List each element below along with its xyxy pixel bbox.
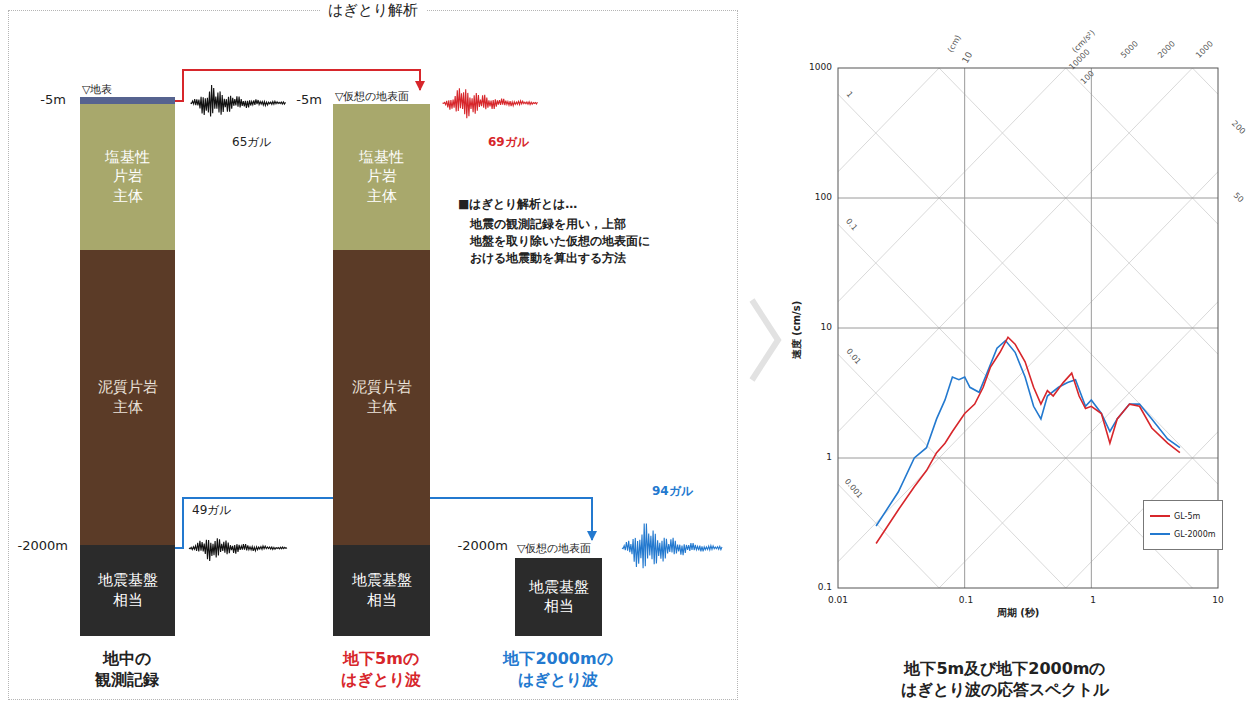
legend-label: GL-5m bbox=[1174, 512, 1200, 521]
rock-layer: 泥質片岩 主体 bbox=[80, 250, 175, 545]
axis-label: 50 bbox=[1231, 191, 1246, 206]
acceleration-line bbox=[838, 68, 1218, 302]
layer-fill: 塩基性 片岩 主体 bbox=[333, 104, 430, 250]
legend-line bbox=[1150, 533, 1170, 535]
annotation: 65ガル bbox=[232, 135, 271, 151]
axis-label: 0.001 bbox=[842, 477, 865, 501]
annotation: -5m bbox=[40, 92, 66, 109]
layer-fill: 泥質片岩 主体 bbox=[80, 250, 175, 545]
axis-label: (cm) bbox=[946, 33, 964, 54]
annotation: 94ガル bbox=[652, 484, 693, 500]
annotation: -5m bbox=[296, 92, 322, 109]
waveforms bbox=[189, 85, 722, 568]
axis-label: 0.1 bbox=[818, 582, 832, 594]
rock-layer: 泥質片岩 主体 bbox=[333, 250, 430, 545]
displacement-line bbox=[838, 94, 1218, 484]
layer-name: 地震基盤 相当 bbox=[529, 578, 589, 617]
axis-label: 10000 bbox=[1067, 47, 1092, 72]
annotation: 地震の観測記録を用い，上部 地盤を取り除いた仮想の地表面に おける地震動を算出す… bbox=[470, 216, 650, 266]
layer-fill: 泥質片岩 主体 bbox=[333, 250, 430, 545]
annotation: 地下2000mの はぎとり波 bbox=[503, 649, 612, 691]
legend-line-sample bbox=[1150, 512, 1170, 520]
panel-title: はぎとり解析 bbox=[320, 1, 426, 19]
seismic-waveform bbox=[443, 88, 538, 118]
axis-label: 100 bbox=[815, 192, 832, 204]
layer-fill bbox=[80, 97, 175, 104]
axis-label: 10 bbox=[1212, 595, 1223, 607]
axis-label: 0.01 bbox=[843, 347, 862, 367]
legend-row: GL-2000m bbox=[1150, 525, 1216, 543]
legend-line-sample bbox=[1150, 530, 1170, 538]
ground-surface-band: ▽地表 bbox=[80, 82, 175, 104]
axis-label: 0.1 bbox=[843, 217, 859, 233]
legend-line bbox=[1150, 515, 1170, 517]
annotation: ■はぎとり解析とは… bbox=[458, 197, 577, 213]
layer-name: 塩基性 片岩 主体 bbox=[105, 148, 150, 207]
annotation: -2000m bbox=[458, 538, 508, 555]
seismic-waveform bbox=[189, 538, 287, 561]
axis-label: 1 bbox=[826, 452, 832, 464]
seismic-waveform bbox=[191, 85, 286, 117]
axis-label: 100 bbox=[1079, 69, 1097, 87]
layer-name: 泥質片岩 主体 bbox=[98, 378, 158, 417]
axis-label: 10 bbox=[960, 50, 976, 66]
axis-label: 0.01 bbox=[828, 595, 848, 607]
grid-line bbox=[838, 198, 1218, 199]
flow-chevron bbox=[752, 300, 778, 380]
displacement-line bbox=[838, 224, 1218, 588]
rock-layer: 塩基性 片岩 主体 bbox=[80, 104, 175, 250]
axis-label: 1 bbox=[843, 90, 854, 101]
chart-caption: 地下5m及び地下2000mの はぎとり波の応答スペクトル bbox=[901, 659, 1109, 701]
axis-label: 200 bbox=[1229, 119, 1247, 137]
layer-fill: 塩基性 片岩 主体 bbox=[80, 104, 175, 250]
layer-name: 塩基性 片岩 主体 bbox=[359, 148, 404, 207]
grid-line bbox=[838, 458, 1218, 459]
layer-fill: 地震基盤 相当 bbox=[333, 545, 430, 636]
rock-layer: ▽仮想の地表面塩基性 片岩 主体 bbox=[333, 90, 430, 250]
legend-box: GL-5mGL-2000m bbox=[1143, 500, 1223, 550]
axis-label: 1000 bbox=[1194, 39, 1216, 61]
acceleration-line bbox=[838, 68, 1218, 432]
acceleration-line bbox=[838, 68, 1218, 172]
spectrum-plot bbox=[838, 0, 1218, 708]
axis-label: 10 bbox=[821, 322, 832, 334]
annotation: 地下5mの はぎとり波 bbox=[341, 649, 421, 691]
axis-label: 1 bbox=[1090, 595, 1096, 607]
annotation: 49ガル bbox=[192, 503, 231, 519]
layer-fill: 地震基盤 相当 bbox=[515, 558, 602, 636]
annotation: 地中の 観測記録 bbox=[95, 649, 159, 691]
layer-name: 泥質片岩 主体 bbox=[352, 378, 412, 417]
layer-name: 地震基盤 相当 bbox=[98, 571, 158, 610]
axis-label: 5000 bbox=[1119, 39, 1141, 61]
axis-label: 2000 bbox=[1156, 39, 1178, 61]
legend-label: GL-2000m bbox=[1174, 530, 1216, 539]
spectrum-curve bbox=[876, 337, 1180, 543]
rock-layer: ▽仮想の地表面地震基盤 相当 bbox=[515, 540, 602, 636]
rock-layer: 地震基盤 相当 bbox=[333, 545, 430, 636]
surface-label: ▽地表 bbox=[80, 82, 175, 97]
rock-layer: 地震基盤 相当 bbox=[80, 545, 175, 636]
surface-label: ▽仮想の地表面 bbox=[515, 540, 602, 558]
surface-label: ▽仮想の地表面 bbox=[333, 90, 430, 104]
legend-row: GL-5m bbox=[1150, 507, 1216, 525]
grid-line bbox=[838, 328, 1218, 329]
displacement-line bbox=[838, 68, 1218, 354]
layer-fill: 地震基盤 相当 bbox=[80, 545, 175, 636]
axis-label: 周期 (秒) bbox=[997, 606, 1040, 619]
annotation: -2000m bbox=[18, 538, 68, 555]
axis-label: 速度 (cm/s) bbox=[790, 301, 803, 360]
layer-name: 地震基盤 相当 bbox=[352, 571, 412, 610]
seismic-waveform bbox=[622, 523, 722, 568]
axis-label: 0.1 bbox=[959, 595, 973, 607]
displacement-line bbox=[838, 68, 1218, 94]
displacement-line bbox=[838, 68, 1218, 224]
annotation: 69ガル bbox=[488, 135, 529, 151]
axis-label: 1000 bbox=[809, 62, 832, 74]
analysis-panel: はぎとり解析▽地表塩基性 片岩 主体泥質片岩 主体地震基盤 相当▽仮想の地表面塩… bbox=[8, 10, 738, 700]
